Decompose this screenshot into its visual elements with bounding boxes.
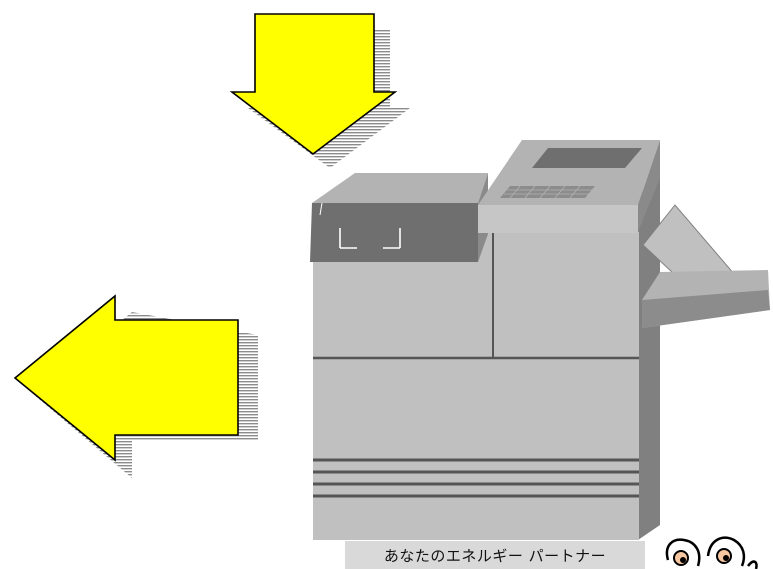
partner-banner-text: あなたのエネルギー パートナー	[383, 546, 607, 565]
partner-banner: あなたのエネルギー パートナー	[345, 541, 645, 569]
down-arrow-icon	[229, 13, 410, 168]
mascot-eyes-icon	[665, 536, 758, 569]
left-arrow-icon	[13, 294, 258, 478]
photocopier-illustration	[310, 140, 770, 540]
